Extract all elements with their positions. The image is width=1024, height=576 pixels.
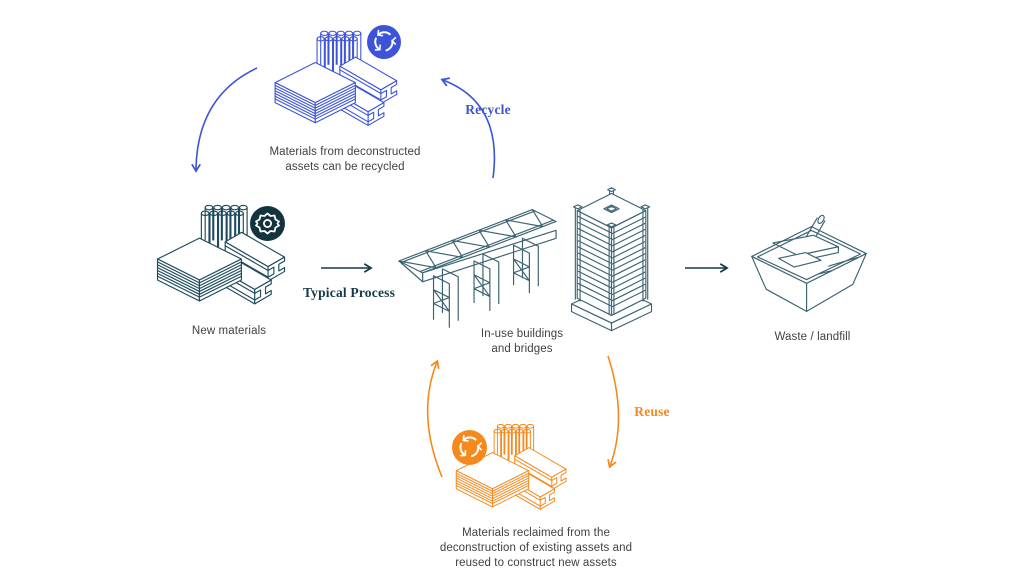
arrow-recycled-to-new xyxy=(191,67,258,173)
bridge-illustration xyxy=(394,186,562,336)
typical-process-label: Typical Process xyxy=(302,285,396,300)
reclaimed-materials-caption: Materials reclaimed from the deconstruct… xyxy=(439,527,633,569)
reuse-label: Reuse xyxy=(634,404,670,419)
new-materials-caption: New materials xyxy=(191,325,267,337)
recycle-badge xyxy=(367,25,401,59)
recycle-icon xyxy=(374,29,397,52)
arrow-inuse-to-recycled xyxy=(440,77,496,179)
waste-caption: Waste / landfill xyxy=(774,331,851,343)
reuse-badge xyxy=(452,430,487,465)
building-illustration xyxy=(562,180,662,348)
arrow-reclaimed-to-inuse xyxy=(426,359,443,478)
trestle-2 xyxy=(473,253,500,312)
gear-badge xyxy=(250,206,285,241)
recycle-label: Recycle xyxy=(465,102,511,117)
in-use-caption: In-use buildings and bridges xyxy=(480,328,564,355)
recycle-icon xyxy=(459,434,483,458)
truss-top-face xyxy=(398,209,557,274)
trestle-3 xyxy=(512,237,539,294)
gear-icon xyxy=(255,212,280,235)
trestle-1 xyxy=(432,268,459,328)
recycled-materials-caption: Materials from deconstructed assets can … xyxy=(269,146,421,173)
waste-skip-illustration xyxy=(744,212,874,324)
arrow-inuse-to-reclaimed xyxy=(607,355,620,469)
